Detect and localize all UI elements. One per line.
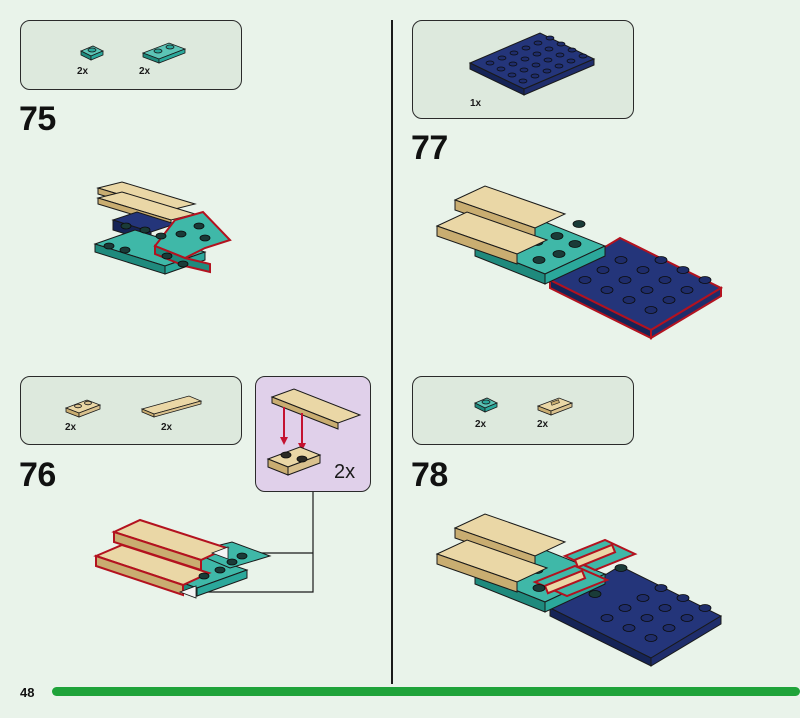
navy-6x4-plate-icon bbox=[468, 32, 596, 96]
step-number: 78 bbox=[411, 456, 448, 494]
sub-assembly-callout: 2x bbox=[255, 376, 371, 492]
step-78-assembly bbox=[435, 513, 723, 667]
callout-qty: 2x bbox=[334, 461, 356, 483]
parts-box-step-76: 2x 2x bbox=[20, 376, 242, 445]
part-qty: 2x bbox=[77, 66, 89, 77]
part-qty: 1x bbox=[470, 98, 482, 109]
sub-assembly-diagram bbox=[266, 388, 362, 476]
tan-1x4-tile-icon bbox=[140, 395, 203, 418]
step-76-assembly bbox=[93, 492, 314, 599]
tan-1x2-plate-icon bbox=[64, 399, 102, 418]
part-qty: 2x bbox=[139, 66, 151, 77]
part-qty: 2x bbox=[161, 422, 173, 433]
teal-1x1-plate-icon bbox=[80, 45, 104, 61]
column-divider bbox=[391, 20, 393, 684]
part-qty: 2x bbox=[475, 419, 487, 430]
part-qty: 2x bbox=[65, 422, 77, 433]
parts-box-step-78: 2x 2x bbox=[412, 376, 634, 445]
teal-1x2-plate-icon bbox=[141, 42, 187, 64]
step-number: 77 bbox=[411, 129, 448, 167]
step-number: 75 bbox=[19, 100, 56, 138]
progress-bar bbox=[52, 687, 800, 696]
step-77-assembly bbox=[435, 185, 724, 340]
progress-bar-fill bbox=[52, 687, 800, 696]
part-qty: 2x bbox=[537, 419, 549, 430]
teal-1x1-plate-icon bbox=[474, 397, 498, 413]
parts-box-step-75: 2x 2x bbox=[20, 20, 242, 90]
step-75-assembly bbox=[93, 181, 232, 275]
page-number: 48 bbox=[20, 685, 35, 700]
tan-1x2-jumper-icon bbox=[536, 397, 574, 416]
parts-box-step-77: 1x bbox=[412, 20, 634, 119]
step-number: 76 bbox=[19, 456, 56, 494]
